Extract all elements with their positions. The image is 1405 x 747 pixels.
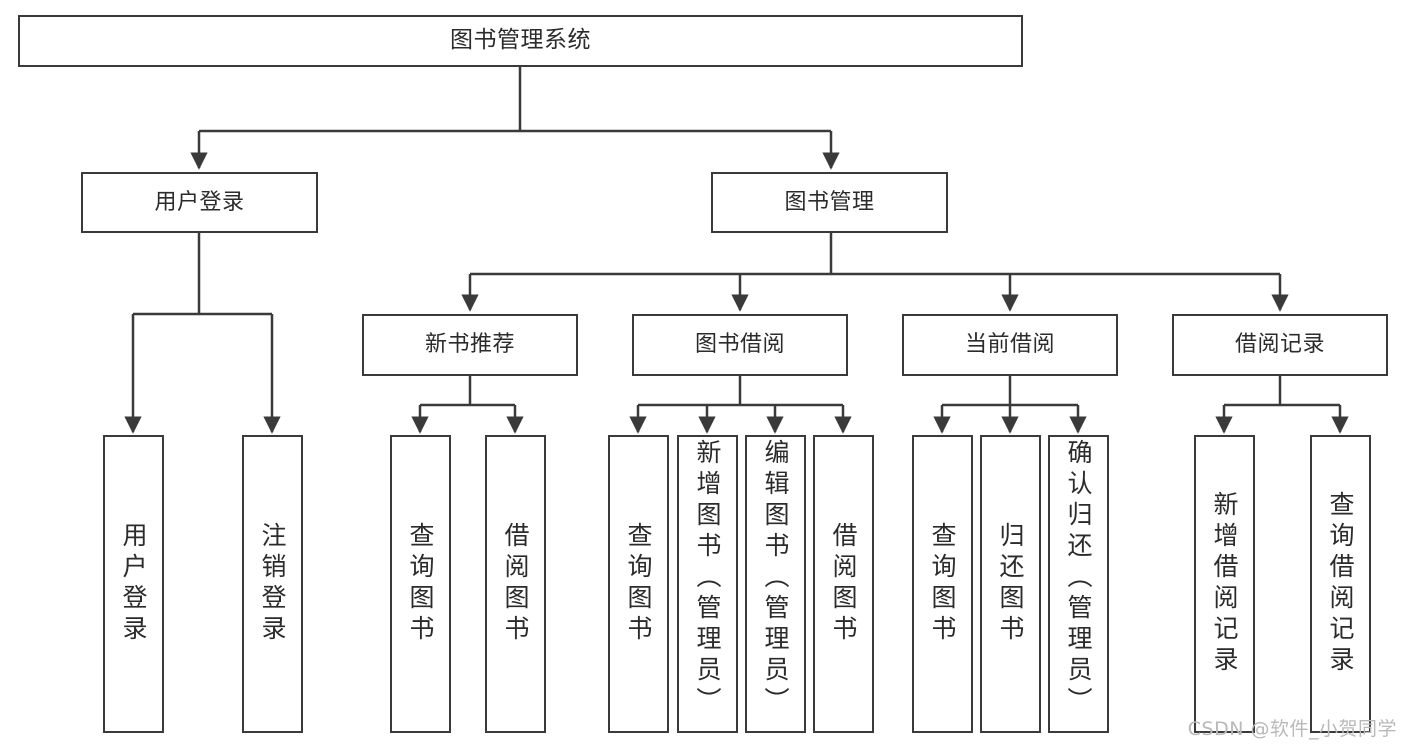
leaf-logout[interactable]: 注销登录 <box>242 435 303 733</box>
node-label: 新书推荐 <box>424 332 515 358</box>
leaf-query-book-recommend[interactable]: 查询图书 <box>390 435 451 733</box>
node-label: 新增图书（管理员） <box>693 439 722 718</box>
node-label: 注销登录 <box>258 522 287 646</box>
node-label: 查询图书 <box>928 522 957 646</box>
node-label: 借阅图书 <box>829 522 858 646</box>
node-label: 当前借阅 <box>964 332 1055 358</box>
node-label: 查询借阅记录 <box>1326 491 1355 677</box>
node-label: 借阅记录 <box>1234 332 1325 358</box>
leaf-query-book-borrow[interactable]: 查询图书 <box>608 435 669 733</box>
node-label: 图书借阅 <box>694 332 785 358</box>
leaf-query-book-current[interactable]: 查询图书 <box>912 435 973 733</box>
node-label: 新增借阅记录 <box>1210 491 1239 677</box>
node-current-borrow[interactable]: 当前借阅 <box>902 314 1118 376</box>
node-book-management[interactable]: 图书管理 <box>711 172 948 233</box>
leaf-edit-book-admin[interactable]: 编辑图书（管理员） <box>745 435 806 733</box>
node-label: 用户登录 <box>119 522 148 646</box>
node-label: 编辑图书（管理员） <box>761 439 790 718</box>
leaf-borrow-book[interactable]: 借阅图书 <box>813 435 874 733</box>
node-borrow-record[interactable]: 借阅记录 <box>1172 314 1388 376</box>
node-label: 确认归还（管理员） <box>1064 439 1093 718</box>
leaf-add-borrow-record[interactable]: 新增借阅记录 <box>1194 435 1255 733</box>
leaf-query-borrow-record[interactable]: 查询借阅记录 <box>1310 435 1371 733</box>
leaf-borrow-book-recommend[interactable]: 借阅图书 <box>485 435 546 733</box>
leaf-return-book[interactable]: 归还图书 <box>980 435 1041 733</box>
node-label: 查询图书 <box>406 522 435 646</box>
node-label: 借阅图书 <box>501 522 530 646</box>
leaf-user-login[interactable]: 用户登录 <box>103 435 164 733</box>
leaf-confirm-return-admin[interactable]: 确认归还（管理员） <box>1048 435 1109 733</box>
node-label: 归还图书 <box>996 522 1025 646</box>
node-root-system[interactable]: 图书管理系统 <box>18 15 1023 67</box>
node-label: 图书管理系统 <box>450 27 591 54</box>
leaf-add-book-admin[interactable]: 新增图书（管理员） <box>677 435 738 733</box>
node-label: 用户登录 <box>154 189 245 215</box>
node-user-login[interactable]: 用户登录 <box>81 172 318 233</box>
node-book-borrow[interactable]: 图书借阅 <box>632 314 848 376</box>
node-label: 查询图书 <box>624 522 653 646</box>
node-new-book-recommend[interactable]: 新书推荐 <box>362 314 578 376</box>
node-label: 图书管理 <box>784 189 875 215</box>
